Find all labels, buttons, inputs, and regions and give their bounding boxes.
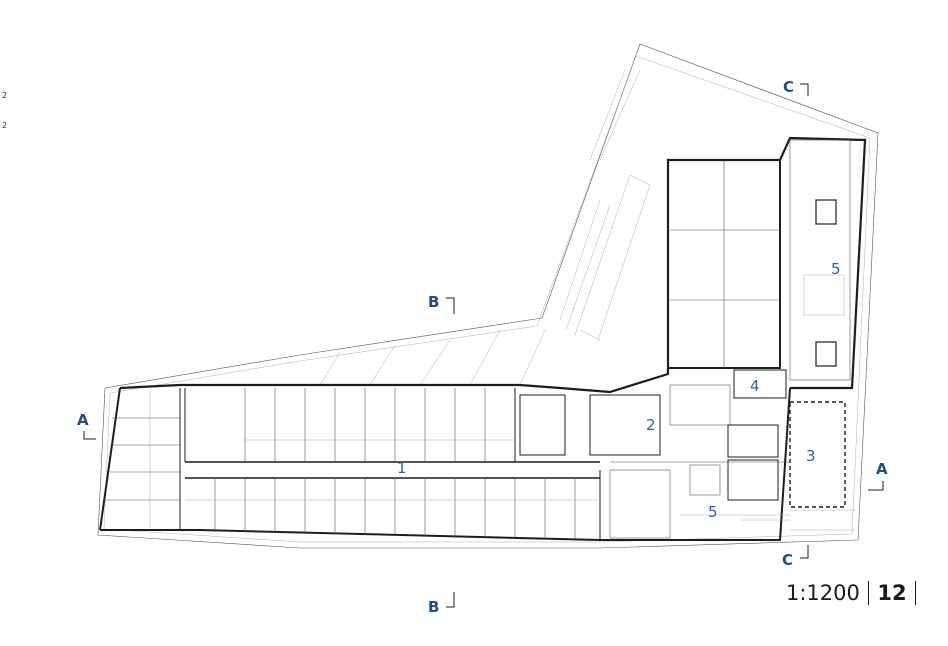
scale-text: 1:1200 <box>786 581 860 605</box>
section-marker-b-bottom: B <box>428 592 455 616</box>
site-outline <box>97 43 879 549</box>
corridor <box>185 461 600 479</box>
separator <box>914 581 917 605</box>
sports-hall <box>667 159 781 369</box>
svg-text:C: C <box>783 78 794 96</box>
room-label-3: 3 <box>806 447 816 465</box>
section-marker-c-bottom: C <box>782 545 809 569</box>
rooms-south <box>185 470 601 540</box>
svg-text:A: A <box>77 411 89 429</box>
separator <box>867 581 870 605</box>
svg-text:A: A <box>876 460 888 478</box>
terrace-grid <box>319 69 641 386</box>
svg-text:B: B <box>428 293 439 311</box>
room-label-2: 2 <box>646 416 656 434</box>
rooms-west <box>106 388 181 530</box>
room-label-4: 4 <box>750 377 760 395</box>
scale-and-page: 1:1200 12 <box>786 578 924 608</box>
edge-fragment: 2 <box>2 91 7 100</box>
pool <box>789 401 855 531</box>
room-label-5-bottom: 5 <box>708 503 718 521</box>
page-number: 12 <box>877 581 907 605</box>
room-label-5: 5 <box>831 260 841 278</box>
edge-fragment: 2 <box>2 121 7 130</box>
area-5-bottom <box>609 469 790 539</box>
rooms-north <box>184 388 516 462</box>
svg-text:B: B <box>428 598 439 616</box>
section-marker-c-top: C <box>783 78 809 96</box>
area-5-top <box>789 139 851 381</box>
core-rooms <box>519 369 790 501</box>
section-marker-a-right: A <box>868 460 888 491</box>
section-marker-a-left: A <box>77 411 96 440</box>
svg-text:C: C <box>782 551 793 569</box>
room-label-1: 1 <box>397 459 407 477</box>
section-marker-b-top: B <box>428 293 455 314</box>
